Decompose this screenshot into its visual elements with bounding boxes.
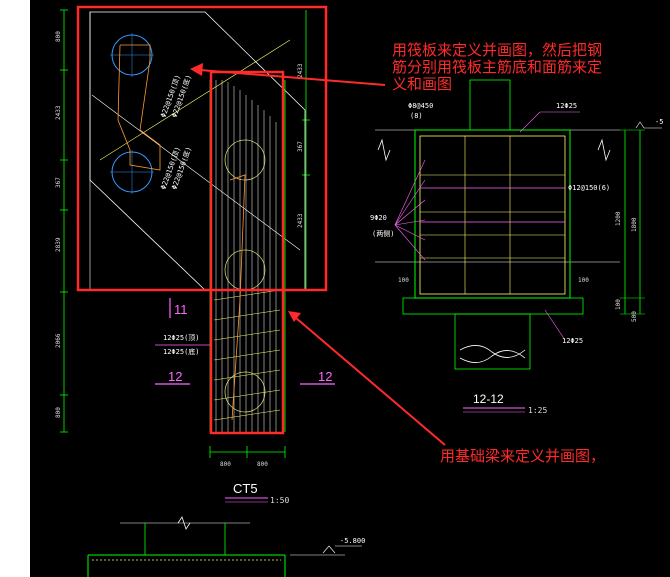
section-mark-12-right: 12 xyxy=(318,369,332,384)
section-scale: 1:25 xyxy=(528,406,547,415)
plan-dim-bottom-1: 800 xyxy=(220,461,231,468)
plan-beam-label-top: 12Φ25(顶) xyxy=(163,334,200,342)
section-dim-100-c: 100 xyxy=(615,299,622,310)
plan-title: CT5 xyxy=(233,481,258,496)
plan-dim-left-1: 800 xyxy=(55,31,62,42)
plan-dim-left-5: 2066 xyxy=(55,333,62,348)
plan-dim-right-2: 367 xyxy=(297,141,304,152)
section-title: 12-12 xyxy=(473,392,504,406)
bottom-partial-view: -5.800 xyxy=(87,516,365,577)
section-top-bar-label: 12Φ25 xyxy=(556,102,577,110)
bottom-level: -5.800 xyxy=(340,537,365,545)
plan-dim-right-3: 2433 xyxy=(297,213,304,228)
plan-view: 800 2433 367 2839 2066 800 2433 367 2433… xyxy=(55,9,335,505)
red-markup xyxy=(76,5,446,446)
section-stirrup-label: Φ8@450 xyxy=(408,102,433,110)
plan-dim-left-4: 2839 xyxy=(55,237,62,252)
plan-dim-bottom-2: 800 xyxy=(257,461,268,468)
section-mark-11: 11 xyxy=(174,302,188,317)
section-dim-1200: 1200 xyxy=(615,211,622,226)
section-bottom-bar-label: 12Φ25 xyxy=(562,337,583,345)
plan-dim-left-2: 2433 xyxy=(55,105,62,120)
beam-annotation: 用基础梁来定义并画图， xyxy=(440,447,606,465)
section-left-label: 9Φ20 xyxy=(370,214,387,222)
section-dim-500: 500 xyxy=(631,311,638,322)
section-dim-100-a: 100 xyxy=(398,277,409,284)
section-left-sub: (两侧) xyxy=(372,229,394,238)
section-dim-100-b: 100 xyxy=(578,277,589,284)
section-view: Φ8@450 (8) 12Φ25 Φ12@150(6) 9Φ20 (两侧) 12… xyxy=(370,79,663,415)
cad-canvas[interactable] xyxy=(30,0,670,577)
plan-dim-left-3: 367 xyxy=(55,177,62,188)
raft-annotation: 用筏板来定义并画图，然后把钢 筋分别用筏板主筋底和面筋来定 义和画图 xyxy=(392,41,603,93)
section-side-label: Φ12@150(6) xyxy=(568,184,610,192)
section-stirrup-sub: (8) xyxy=(410,112,423,120)
plan-dim-right-1: 2433 xyxy=(297,63,304,78)
section-level: -5 xyxy=(655,118,663,126)
section-dim-1800: 1800 xyxy=(631,217,638,232)
plan-dim-left-6: 800 xyxy=(55,407,62,418)
plan-beam-label-bottom: 12Φ25(底) xyxy=(163,347,200,356)
plan-scale: 1:50 xyxy=(270,496,289,505)
section-mark-12-left: 12 xyxy=(168,369,182,384)
